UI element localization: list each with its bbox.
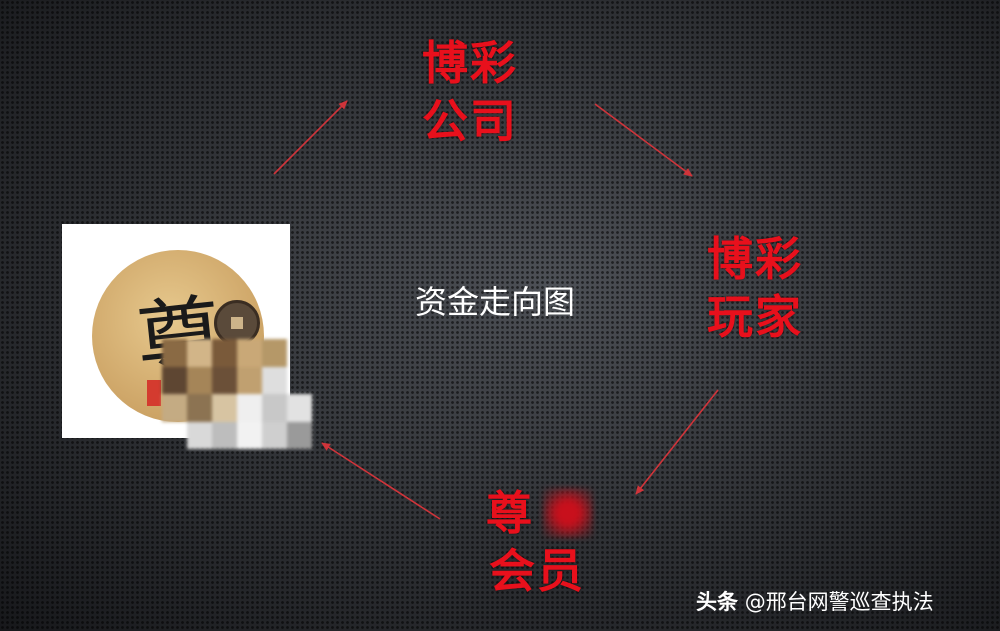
watermark-account: @邢台网警巡查执法 (744, 590, 934, 614)
watermark-source: 头条 (696, 590, 738, 614)
arrow-logo-to-company (273, 100, 348, 175)
node-member-line2: 会员 (489, 544, 585, 598)
diagram-title: 资金走向图 (414, 283, 575, 321)
redacted-text-blur (543, 488, 593, 538)
arrow-member-to-logo (321, 442, 441, 520)
node-player-line2: 玩家 (707, 290, 803, 344)
pixelated-mosaic-redaction (162, 339, 312, 449)
source-watermark: 头条 @邢台网警巡查执法 (696, 586, 934, 616)
red-seal-stamp (147, 380, 161, 406)
node-player-line1: 博彩 (707, 232, 803, 286)
node-company-line2: 公司 (422, 94, 518, 148)
arrow-player-to-member (635, 389, 719, 495)
node-member: 尊 会员 (482, 484, 592, 600)
app-logo-image: 尊 (62, 224, 312, 449)
node-gambling-player: 博彩 玩家 (700, 230, 810, 346)
node-member-line1: 尊 (486, 486, 534, 540)
node-company-line1: 博彩 (422, 36, 518, 90)
node-gambling-company: 博彩 公司 (415, 34, 525, 150)
arrow-company-to-player (594, 103, 693, 177)
